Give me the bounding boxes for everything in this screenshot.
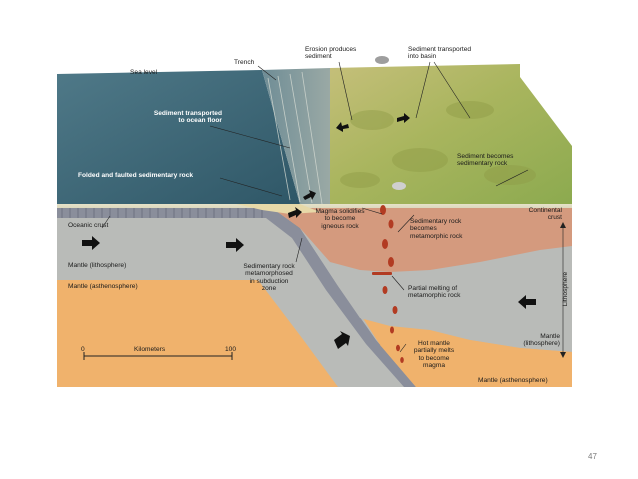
label-mantle-litho-left: Mantle (lithosphere) — [68, 262, 127, 269]
flow-arrow-2 — [226, 238, 244, 252]
label-trench: Trench — [234, 59, 255, 66]
land-surface — [330, 64, 572, 204]
oceanic-crust-layer — [57, 208, 416, 387]
lithosphere-arrow-top — [560, 222, 566, 228]
land-texture — [340, 101, 536, 188]
hot-mantle-bulge — [380, 334, 572, 387]
label-magma-solidifies: Magma solidifies to become igneous rock — [315, 208, 365, 230]
label-sedimentary-meta: Sedimentary rock becomes metamorphic roc… — [410, 218, 463, 240]
flow-arrow-4 — [518, 295, 536, 309]
label-sediment-ocean: Sediment transported to ocean floor — [153, 110, 222, 125]
oceanic-crust-bands — [61, 208, 263, 218]
flow-arrow-6 — [336, 122, 349, 132]
label-sediment-becomes: Sediment becomes sedimentary rock — [457, 153, 514, 168]
page-number: 47 — [588, 452, 597, 461]
flow-arrow-8 — [303, 190, 316, 200]
scale-title: Kilometers — [134, 346, 166, 353]
label-mantle-astheno-left: Mantle (asthenosphere) — [68, 283, 138, 290]
scale-start: 0 — [81, 346, 85, 353]
lithosphere-arrow-bottom — [560, 352, 566, 358]
oceanic-lithosphere — [57, 212, 416, 387]
flow-arrow-1 — [82, 236, 100, 250]
label-sediment-basin: Sediment transported into basin — [408, 46, 472, 61]
label-folded-rock: Folded and faulted sedimentary rock — [78, 172, 194, 179]
flow-arrow-5 — [288, 207, 302, 218]
label-sea-level: Sea level — [130, 69, 158, 76]
scale-bar — [83, 352, 233, 360]
flow-arrow-3 — [334, 331, 350, 349]
trench-slope — [262, 68, 330, 204]
leader-lines — [101, 61, 564, 354]
magma-droplets — [372, 205, 404, 363]
trench-fault-lines — [267, 71, 323, 205]
label-subduction-zone: Sedimentary rock metamorphosed in subduc… — [243, 263, 295, 293]
label-erosion: Erosion produces sediment — [305, 46, 357, 61]
volcano-peak — [392, 182, 406, 190]
flow-arrow-7 — [397, 113, 410, 123]
scale-end: 100 — [225, 346, 237, 353]
label-lithosphere: Lithosphere — [562, 271, 569, 307]
volcano-cloud — [375, 56, 389, 64]
label-partial-melting: Partial melting of metamorphic rock — [408, 285, 461, 300]
label-mantle-litho-right: Mantle (lithosphere) — [523, 333, 560, 348]
label-hot-mantle: Hot mantle partially melts to become mag… — [413, 340, 455, 370]
label-continental-crust: Continental crust — [528, 207, 562, 222]
flow-arrows — [82, 113, 536, 349]
continental-crust — [272, 208, 572, 272]
ocean-surface — [57, 70, 300, 204]
label-oceanic-crust: Oceanic crust — [68, 222, 109, 229]
label-mantle-astheno-right: Mantle (asthenosphere) — [478, 377, 548, 384]
